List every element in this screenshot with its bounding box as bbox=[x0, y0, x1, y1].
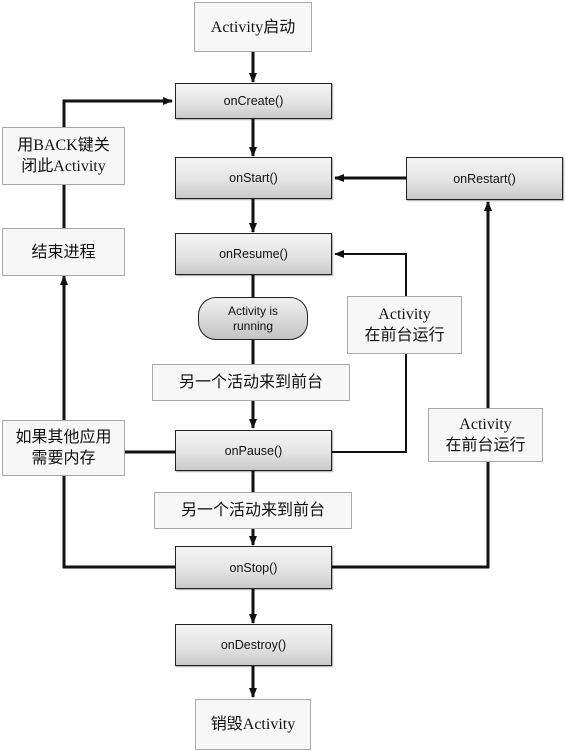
foreground-restart-note: Activity 在前台运行 bbox=[428, 408, 543, 462]
on-create-node: onCreate() bbox=[175, 83, 332, 119]
arrow-stop-to-restart bbox=[331, 201, 492, 569]
running-line-1: Activity is bbox=[227, 303, 278, 318]
on-stop-node: onStop() bbox=[175, 546, 332, 589]
foreground-resume-line-1: Activity bbox=[378, 306, 431, 323]
on-resume-node: onResume() bbox=[175, 233, 332, 275]
memory-needed-note: 如果其他应用 需要内存 bbox=[2, 420, 125, 476]
on-restart-node: onRestart() bbox=[406, 157, 563, 200]
end-process-note: 结束进程 bbox=[2, 228, 125, 276]
on-start-node: onStart() bbox=[175, 157, 332, 199]
memory-line-1: 如果其他应用 bbox=[15, 429, 112, 446]
running-state-node: Activity is running bbox=[198, 297, 308, 340]
arrow-stop-to-kill-process bbox=[60, 275, 175, 569]
other-activity-note-2: 另一个活动来到前台 bbox=[154, 492, 352, 529]
foreground-resume-note: Activity 在前台运行 bbox=[347, 296, 462, 354]
back-key-line-2: 闭此Activity bbox=[21, 158, 106, 175]
foreground-resume-line-2: 在前台运行 bbox=[364, 327, 445, 344]
on-pause-node: onPause() bbox=[175, 430, 332, 471]
back-key-note: 用BACK键关 闭此Activity bbox=[2, 127, 125, 185]
launch-node: Activity启动 bbox=[194, 2, 312, 52]
foreground-restart-line-2: 在前台运行 bbox=[445, 437, 526, 454]
back-key-line-1: 用BACK键关 bbox=[17, 137, 110, 154]
foreground-restart-line-1: Activity bbox=[459, 416, 512, 433]
on-destroy-node: onDestroy() bbox=[175, 624, 332, 666]
destroy-node: 销毁Activity bbox=[195, 699, 311, 750]
running-line-2: running bbox=[232, 318, 274, 333]
other-activity-note-1: 另一个活动来到前台 bbox=[152, 364, 350, 401]
memory-line-2: 需要内存 bbox=[31, 450, 96, 467]
